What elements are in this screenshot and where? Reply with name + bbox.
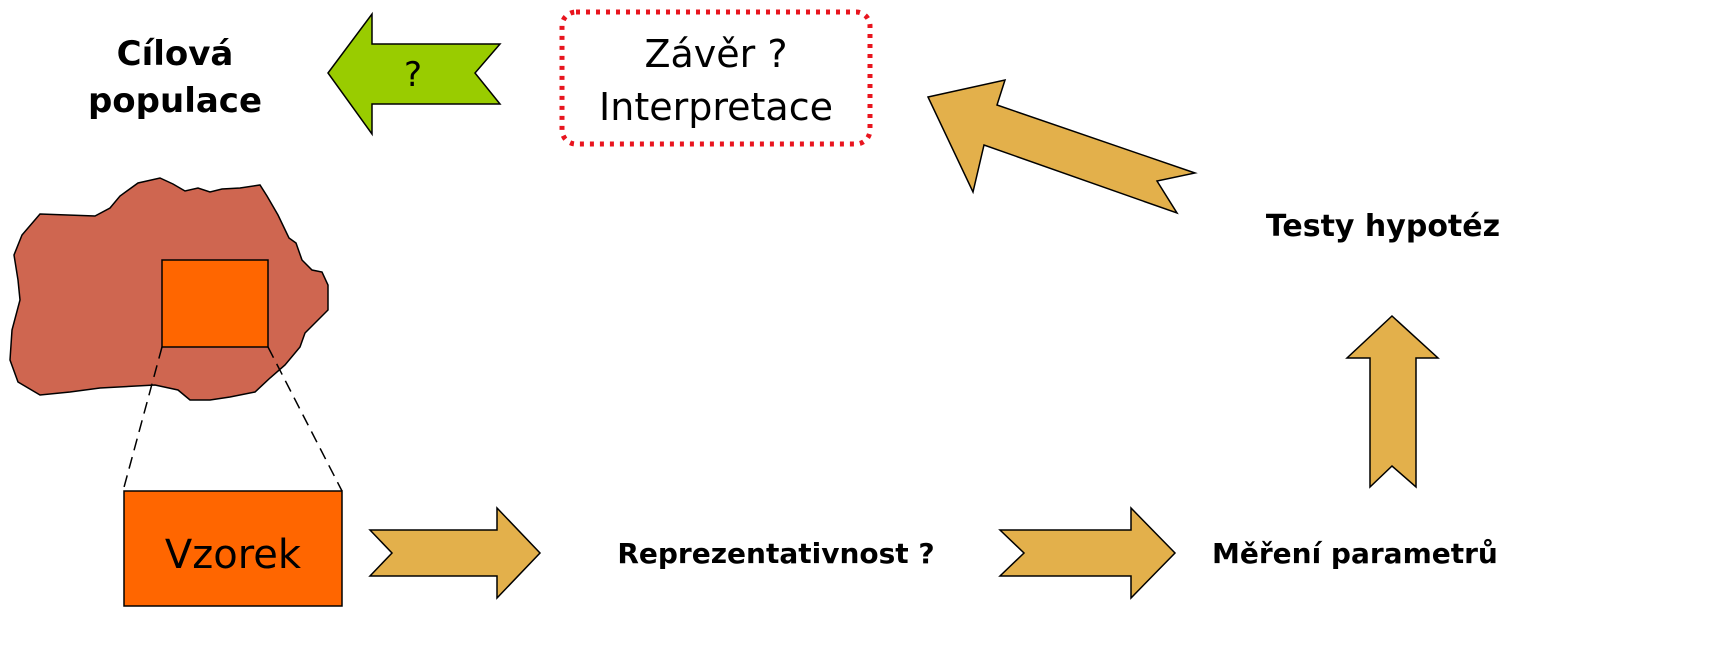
gold-right-arrow-1 [368,506,542,600]
gold-diagonal-arrow [926,78,1198,215]
sample-box [123,490,343,607]
conclusion-label-line1: Závěr ? [644,32,787,76]
sample-label: Vzorek [165,532,302,578]
conclusion-label-line2: Interpretace [599,85,833,129]
target-population-label-line1: Cílová [117,34,234,74]
sample-square-in-population [161,259,269,348]
hypothesis-tests-label: Testy hypotéz [1266,209,1500,244]
projection-line-right [267,346,343,492]
green-left-arrow [327,11,502,137]
gold-up-arrow [1345,314,1440,489]
parameter-measurement-label: Měření parametrů [1212,537,1498,570]
representativeness-label: Reprezentativnost ? [617,537,934,570]
projection-line-left [122,346,163,492]
conclusion-box [559,9,873,147]
green-arrow-question-label: ? [404,55,422,95]
gold-right-arrow-2 [998,506,1177,600]
target-population-label-line2: populace [88,81,262,121]
